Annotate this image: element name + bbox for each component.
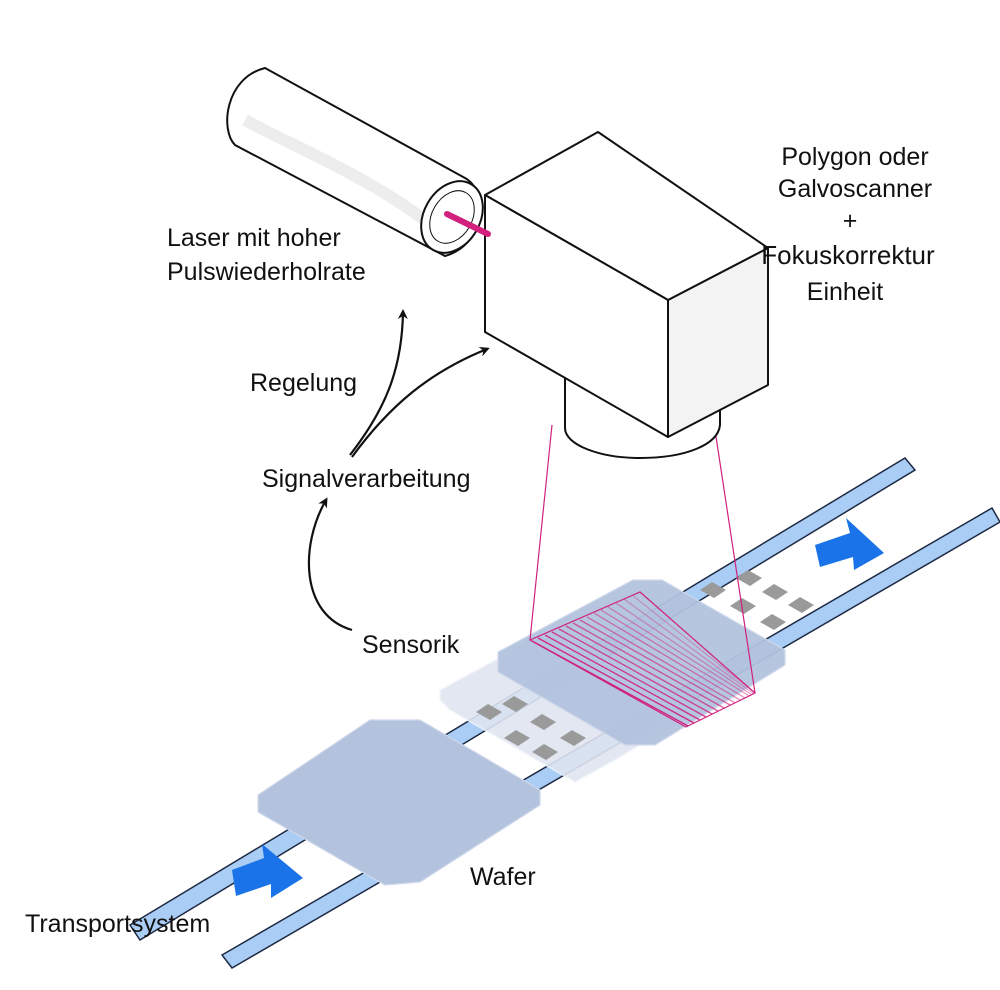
scanner-head bbox=[484, 131, 769, 460]
regelung-label: Regelung bbox=[250, 369, 357, 397]
wafer bbox=[257, 719, 541, 886]
wafer-processing bbox=[497, 579, 786, 746]
laser-beam bbox=[444, 211, 491, 237]
laser-source bbox=[226, 66, 491, 258]
transportsystem-label: Transportsystem bbox=[25, 910, 210, 938]
wafer-label: Wafer bbox=[470, 863, 536, 891]
beam-cone bbox=[529, 424, 756, 694]
solar-cells-middle bbox=[476, 696, 586, 760]
direction-arrow-icon bbox=[232, 844, 303, 898]
control-arrows bbox=[307, 309, 490, 632]
scanner-label-line4: Einheit bbox=[807, 278, 883, 306]
arrow-sensorik-to-signal bbox=[307, 497, 353, 632]
arrow-signal-to-scanner bbox=[351, 346, 490, 458]
scanner-label-line2: Galvoscanner bbox=[778, 175, 932, 203]
scanner-label-line1: Polygon oder bbox=[781, 143, 928, 171]
signalverarbeitung-label: Signalverarbeitung bbox=[262, 465, 470, 493]
laser-label-line2: Pulswiederholrate bbox=[167, 258, 366, 286]
solar-cells-right bbox=[700, 570, 814, 630]
arrow-signal-to-laser bbox=[349, 309, 408, 456]
laser-label-line1: Laser mit hoher bbox=[167, 224, 341, 252]
scanner-label-plus: + bbox=[843, 207, 858, 235]
direction-arrow-icon bbox=[815, 518, 884, 570]
sensorik-label: Sensorik bbox=[362, 631, 460, 659]
scanner-label-line3: Fokuskorrektur bbox=[761, 240, 935, 270]
scan-lines bbox=[528, 591, 757, 728]
